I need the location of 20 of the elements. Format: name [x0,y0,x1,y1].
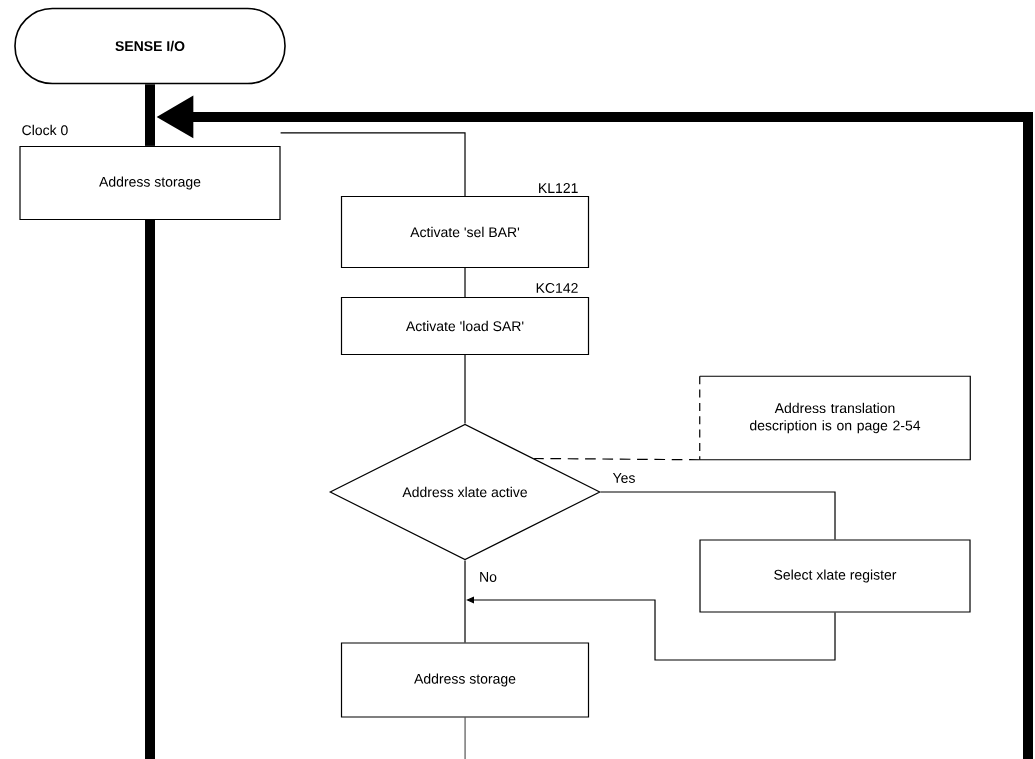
process-box: Activate 'sel BAR' [340,195,590,269]
connector-line [464,354,466,425]
step-label: KL121 [539,183,578,193]
process-box: Activate 'load SAR' [340,296,590,356]
arrow [466,596,836,661]
connector-line [464,267,466,298]
connector-line [145,84,155,146]
process-box: Address storage [340,642,590,718]
connector-line [600,491,836,540]
step-label: KC142 [536,283,578,293]
leader-line [533,457,701,461]
process-box: Select xlate register [699,539,971,613]
edge-label: No [477,570,499,584]
edge-label: Yes [611,471,637,485]
connector-line [464,559,466,643]
process-box: Address storage [19,145,281,221]
note-box: Address translation description is on page 2-54 [699,375,971,461]
step-label: Clock 0 [22,124,68,136]
connector-line [145,220,155,759]
connector-line [280,132,466,197]
